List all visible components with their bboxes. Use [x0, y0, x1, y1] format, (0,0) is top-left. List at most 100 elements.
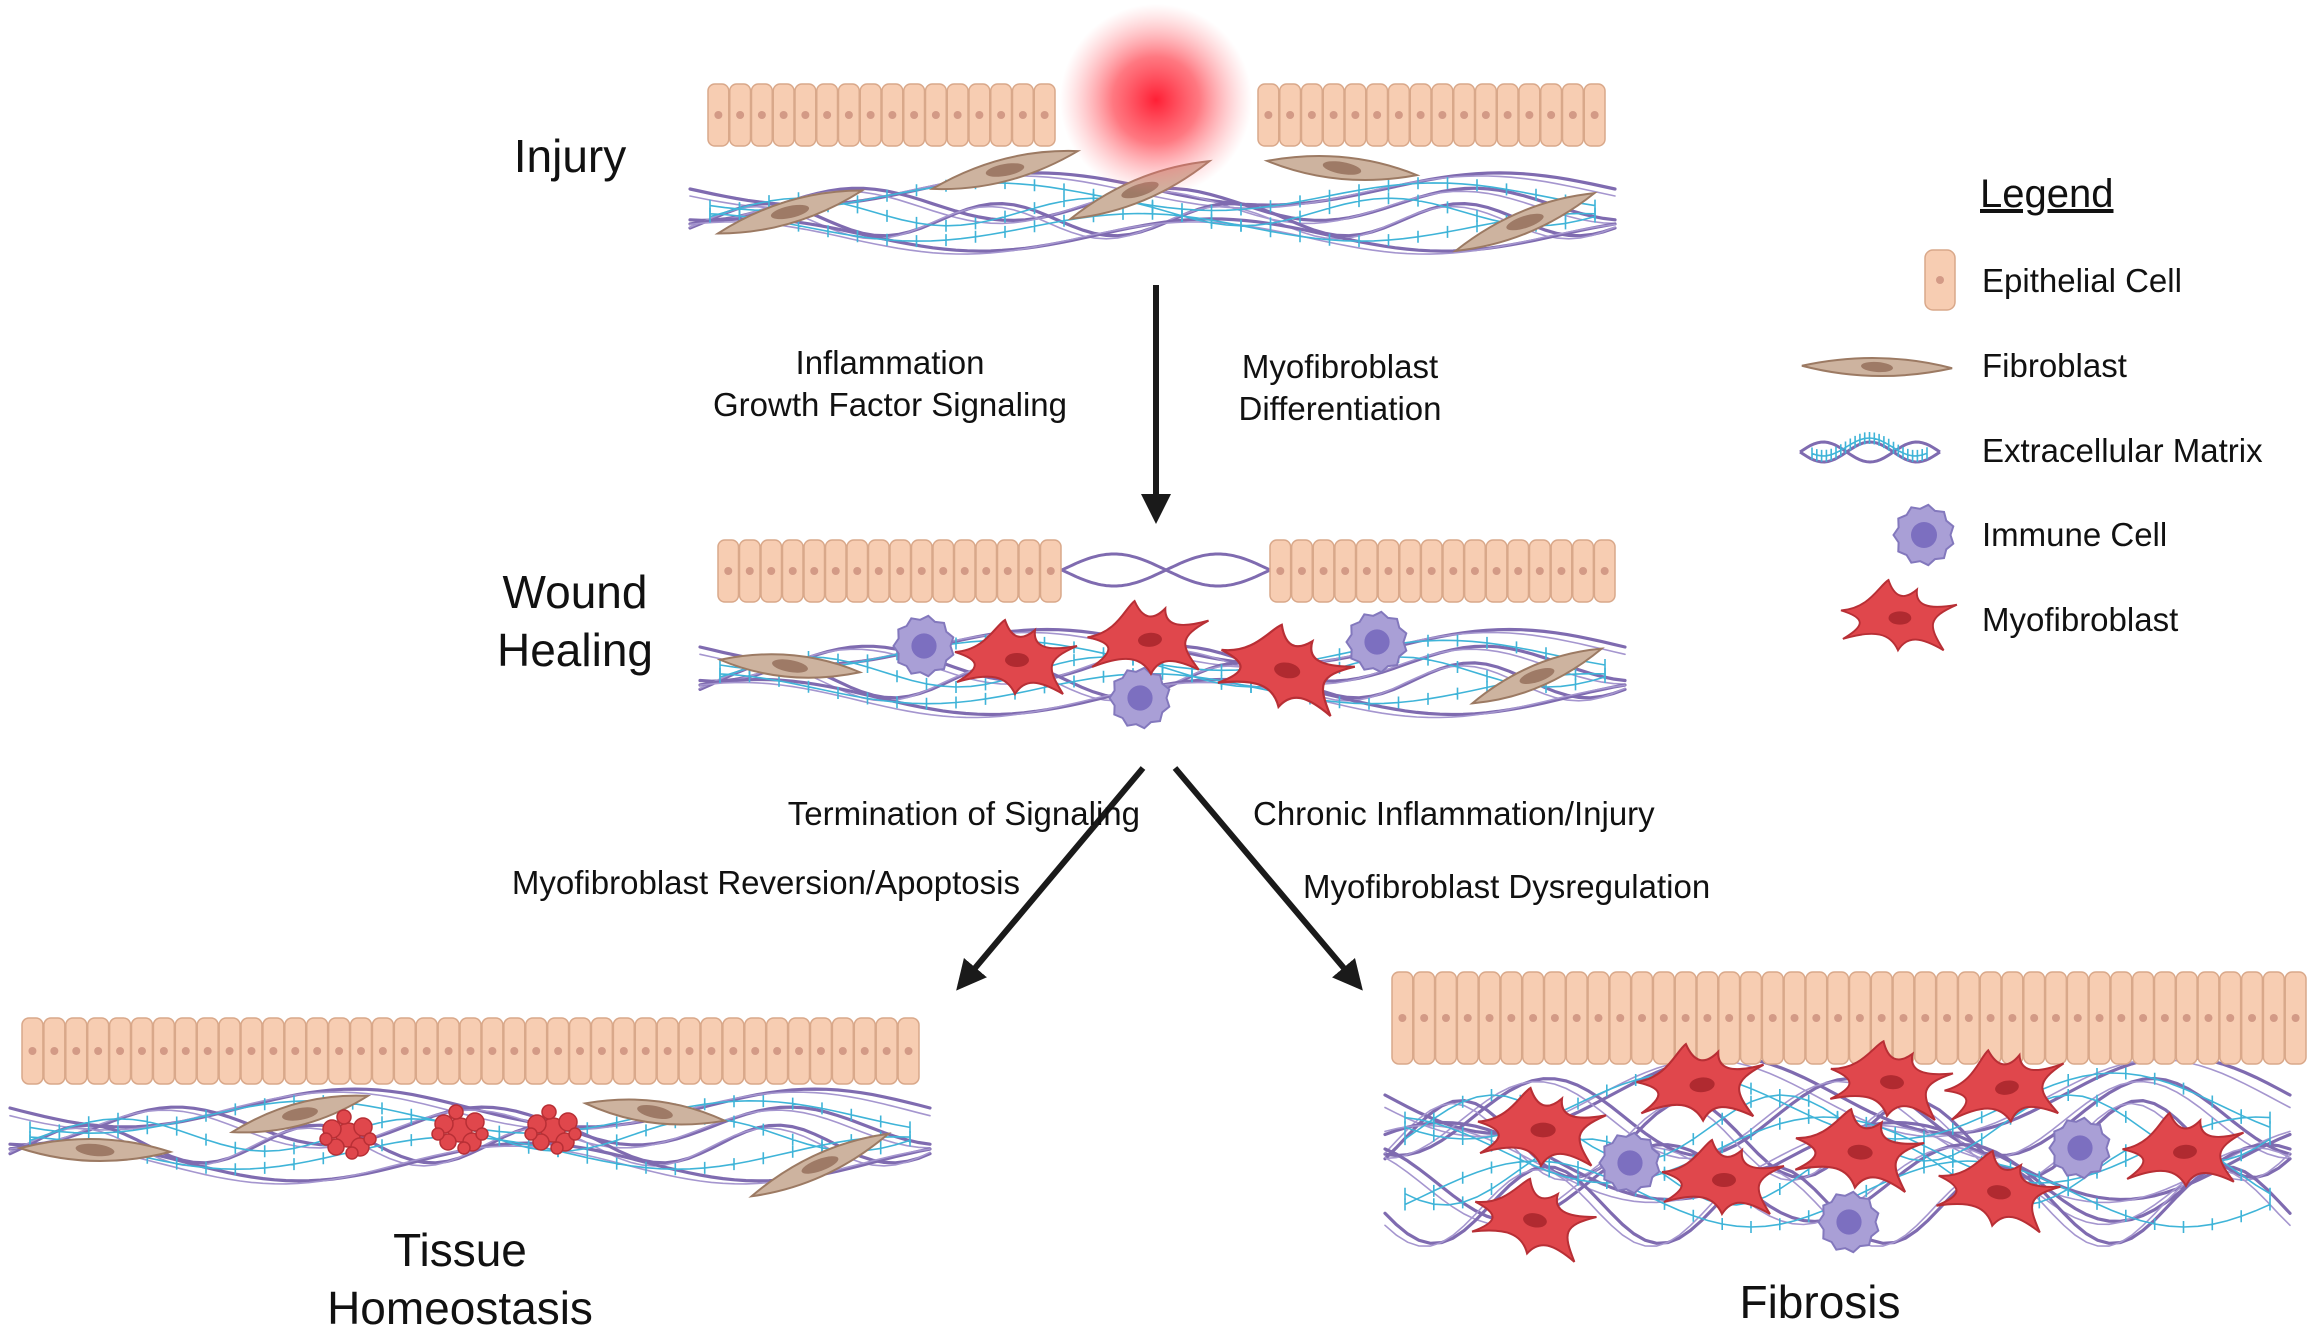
epithelial-cell	[526, 1018, 547, 1084]
epithelial-cell	[701, 1018, 722, 1084]
stage-label-wound-healing: Wound Healing	[470, 564, 680, 679]
epithelial-cell	[351, 1018, 372, 1084]
epithelial-cell	[708, 84, 729, 146]
epithelial-cell	[1653, 972, 1674, 1064]
epithelial-cell	[613, 1018, 634, 1084]
epithelial-cell	[2242, 972, 2263, 1064]
epithelial-cell	[2220, 972, 2241, 1064]
wound-healing-line2: Healing	[470, 622, 680, 680]
epithelial-cell	[1486, 540, 1507, 602]
epithelial-cell	[795, 84, 816, 146]
epithelial-cell	[1041, 540, 1062, 602]
injury-site-glow	[1060, 4, 1252, 196]
epithelial-cell	[88, 1018, 109, 1084]
epithelial-cell	[241, 1018, 262, 1084]
epithelial-layer	[22, 84, 2306, 1084]
legend-label-epithelial-cell: Epithelial Cell	[1982, 262, 2182, 300]
epithelial-cell	[175, 1018, 196, 1084]
epithelial-cell	[1508, 540, 1529, 602]
epithelial-cell	[1476, 84, 1497, 146]
epithelial-cell	[1697, 972, 1718, 1064]
epithelial-cell	[1357, 540, 1378, 602]
epithelial-cell	[898, 1018, 919, 1084]
epithelial-cell	[2198, 972, 2219, 1064]
epithelial-cell	[955, 540, 976, 602]
epithelial-cell	[1893, 972, 1914, 1064]
epithelial-cell	[1519, 84, 1540, 146]
legend-label-immune-cell: Immune Cell	[1982, 516, 2167, 554]
epithelial-cell	[926, 84, 947, 146]
epithelial-cell	[912, 540, 933, 602]
epithelial-cell	[1457, 972, 1478, 1064]
epithelial-cell	[1410, 84, 1431, 146]
epithelial-cell	[329, 1018, 350, 1084]
epithelial-cell-icon	[1925, 250, 1955, 310]
epithelial-cell	[947, 84, 968, 146]
epithelial-cell	[876, 1018, 897, 1084]
epithelial-cell	[1545, 972, 1566, 1064]
epithelial-cell	[1392, 972, 1413, 1064]
epithelial-cell	[826, 540, 847, 602]
epithelial-cell	[1523, 972, 1544, 1064]
epithelial-cell	[854, 1018, 875, 1084]
epithelial-cell	[548, 1018, 569, 1084]
immune-cell	[2050, 1118, 2110, 1178]
epithelial-cell	[153, 1018, 174, 1084]
epithelial-cell	[1367, 84, 1388, 146]
epithelial-cell	[882, 84, 903, 146]
epithelial-cell	[1454, 84, 1475, 146]
epithelial-cell	[1501, 972, 1522, 1064]
epithelial-cell	[1465, 540, 1486, 602]
epithelial-cell	[504, 1018, 525, 1084]
stage-label-tissue-homeostasis: Tissue Homeostasis	[300, 1222, 620, 1337]
epithelial-cell	[1302, 84, 1323, 146]
epithelial-cell	[44, 1018, 65, 1084]
stage-label-fibrosis: Fibrosis	[1700, 1274, 1940, 1332]
epithelial-cell	[1436, 972, 1457, 1064]
epithelial-cell	[718, 540, 739, 602]
epithelial-cell	[2285, 972, 2306, 1064]
legend-label-extracellular-matrix: Extracellular Matrix	[1982, 432, 2263, 470]
epithelial-cell	[1551, 540, 1572, 602]
epithelial-cell	[635, 1018, 656, 1084]
growth-factor-line: Growth Factor Signaling	[640, 384, 1140, 426]
epithelial-cell	[2155, 972, 2176, 1064]
epithelial-cell	[2089, 972, 2110, 1064]
stage-label-injury: Injury	[500, 128, 640, 186]
homeostasis-line2: Homeostasis	[300, 1280, 620, 1337]
epithelial-cell	[1378, 540, 1399, 602]
epithelial-cell	[752, 84, 773, 146]
epithelial-cell	[2111, 972, 2132, 1064]
epithelial-cell	[1414, 972, 1435, 1064]
legend-label-fibroblast: Fibroblast	[1982, 347, 2127, 385]
epithelial-cell	[679, 1018, 700, 1084]
epithelial-cell	[1400, 540, 1421, 602]
arrow-label-dysregulation: Myofibroblast Dysregulation	[1303, 866, 1903, 908]
legend-label-myofibroblast: Myofibroblast	[1982, 601, 2178, 639]
epithelial-cell	[740, 540, 761, 602]
immune-cell-icon	[1894, 505, 1954, 565]
epithelial-cell	[1828, 972, 1849, 1064]
arrow-label-termination: Termination of Signaling	[570, 793, 1140, 835]
epithelial-cell	[22, 1018, 43, 1084]
epithelial-cell	[1594, 540, 1615, 602]
epithelial-cell	[372, 1018, 393, 1084]
epithelial-cell	[773, 84, 794, 146]
epithelial-cell	[1292, 540, 1313, 602]
epithelial-cell	[1258, 84, 1279, 146]
epithelial-cell	[847, 540, 868, 602]
epithelial-cell	[1563, 84, 1584, 146]
fibroblast-cell	[1450, 188, 1600, 257]
epithelial-cell	[1915, 972, 1936, 1064]
epithelial-cell	[482, 1018, 503, 1084]
epithelial-cell	[1019, 540, 1040, 602]
epithelial-cell	[1443, 540, 1464, 602]
epithelial-cell	[1980, 972, 2001, 1064]
epithelial-cell	[1806, 972, 1827, 1064]
epithelial-cell	[1784, 972, 1805, 1064]
epithelial-cell	[197, 1018, 218, 1084]
fibroblast-icon	[1802, 352, 1953, 381]
immune-cell	[894, 616, 954, 676]
epithelial-cell	[1937, 972, 1958, 1064]
